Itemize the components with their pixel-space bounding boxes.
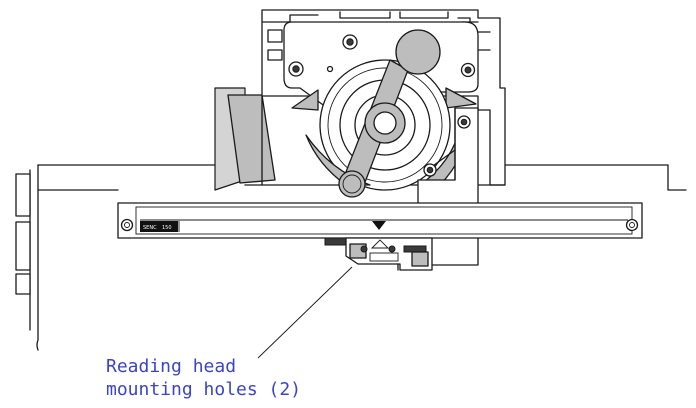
table-end-clamp <box>15 173 31 295</box>
scale-size-label: 150 <box>162 225 172 231</box>
scale-model-label: SENC <box>143 225 157 231</box>
crank-handle <box>338 29 441 198</box>
linear-scale: SENC 150 <box>117 202 643 239</box>
reading-head <box>324 237 433 271</box>
callout-label: Reading head mounting holes (2) <box>106 355 301 401</box>
callout-line-1: Reading head <box>106 356 237 377</box>
callout-line-2: mounting holes (2) <box>106 379 302 400</box>
callout-leader <box>257 266 353 359</box>
